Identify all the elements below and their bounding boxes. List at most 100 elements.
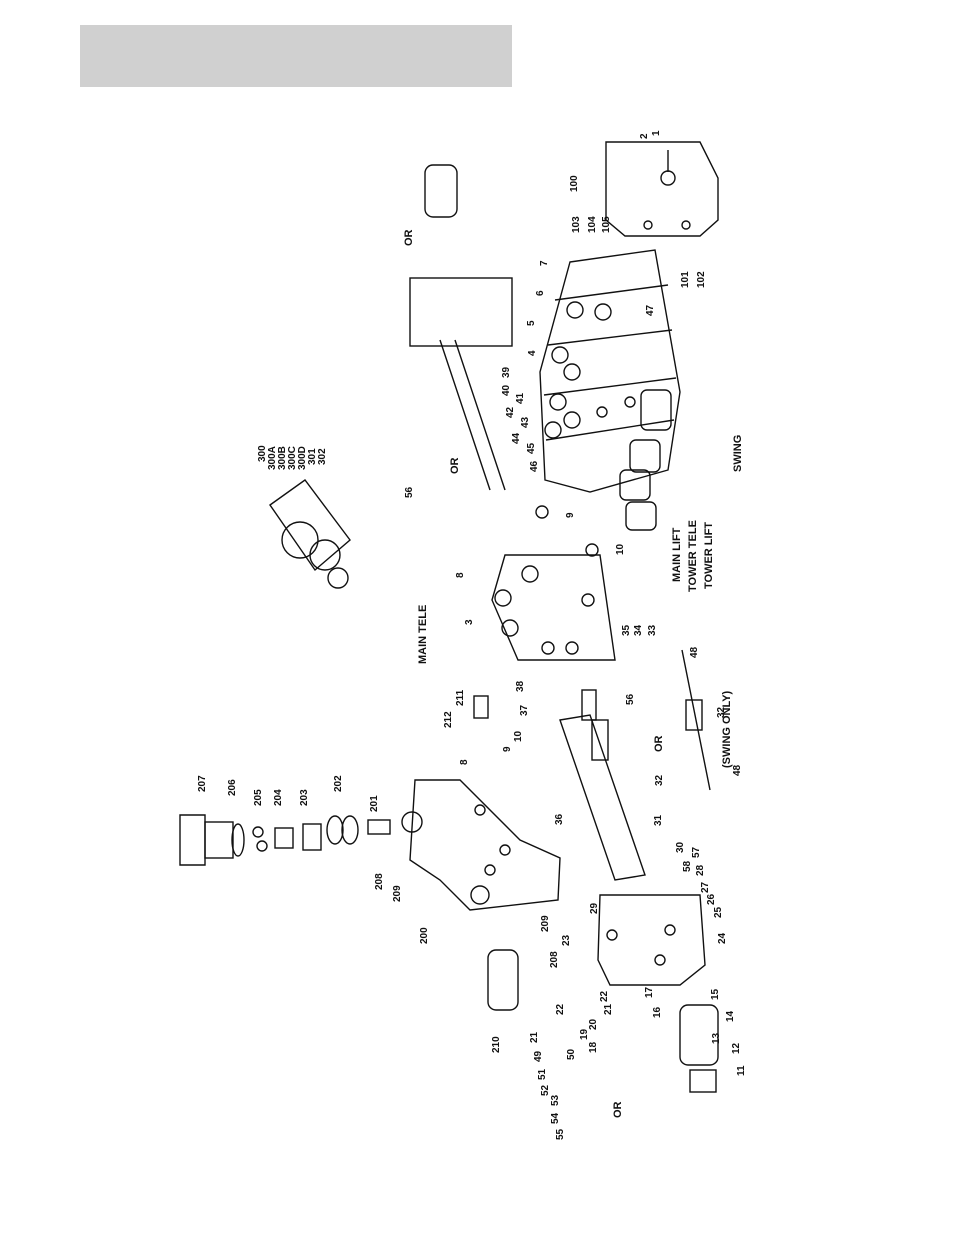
callout-211: 211 bbox=[455, 689, 466, 706]
port bbox=[565, 641, 579, 655]
callout-10b: 10 bbox=[513, 730, 524, 742]
solenoid bbox=[629, 439, 661, 473]
callout-30: 30 bbox=[675, 841, 686, 853]
port bbox=[470, 885, 490, 905]
callout-204: 204 bbox=[273, 789, 284, 806]
label-or-top: OR bbox=[403, 229, 415, 247]
solenoid-210 bbox=[487, 949, 519, 1011]
port bbox=[624, 396, 636, 408]
label-swing: SWING bbox=[732, 434, 744, 472]
callout-20: 20 bbox=[588, 1018, 599, 1030]
callout-16: 16 bbox=[652, 1006, 663, 1018]
callout-39: 39 bbox=[501, 366, 512, 378]
callout-51: 51 bbox=[537, 1068, 548, 1080]
callout-41: 41 bbox=[515, 392, 526, 404]
label-or-right: OR bbox=[653, 735, 665, 753]
callout-18: 18 bbox=[588, 1041, 599, 1053]
callout-209a: 209 bbox=[392, 885, 403, 902]
header-bar bbox=[80, 25, 512, 87]
section-divider bbox=[554, 284, 669, 301]
callout-8b: 8 bbox=[459, 759, 470, 765]
callout-208b: 208 bbox=[549, 951, 560, 968]
spool-rod bbox=[454, 339, 506, 491]
callout-102: 102 bbox=[696, 271, 707, 288]
callout-48b: 48 bbox=[732, 764, 743, 776]
callout-1: 1 bbox=[651, 130, 662, 136]
callout-21b: 21 bbox=[529, 1031, 540, 1043]
callout-14: 14 bbox=[725, 1010, 736, 1022]
callout-203: 203 bbox=[299, 789, 310, 806]
callout-29: 29 bbox=[589, 902, 600, 914]
callout-22a: 22 bbox=[599, 990, 610, 1002]
callout-5: 5 bbox=[526, 320, 537, 326]
callout-205: 205 bbox=[253, 789, 264, 806]
label-tower-lift: TOWER LIFT bbox=[703, 521, 715, 589]
port bbox=[654, 954, 666, 966]
port bbox=[660, 170, 676, 186]
callout-36: 36 bbox=[554, 813, 565, 825]
callout-25: 25 bbox=[713, 906, 724, 918]
callout-44: 44 bbox=[511, 432, 522, 444]
spool-kit-36 bbox=[559, 714, 646, 881]
valve-stack bbox=[539, 249, 681, 493]
solenoid-top bbox=[424, 164, 458, 218]
port bbox=[563, 363, 581, 381]
callout-56a: 56 bbox=[404, 486, 415, 498]
end-cap-100 bbox=[605, 141, 719, 237]
callout-43: 43 bbox=[520, 416, 531, 428]
port bbox=[484, 864, 496, 876]
section-divider bbox=[547, 329, 673, 346]
callout-55: 55 bbox=[555, 1128, 566, 1140]
label-swing-only: (SWING ONLY) bbox=[721, 690, 733, 768]
port bbox=[521, 565, 539, 583]
section-divider bbox=[543, 377, 677, 396]
callout-100: 100 bbox=[569, 175, 580, 192]
solenoid bbox=[619, 469, 651, 501]
port bbox=[401, 811, 423, 833]
callout-105: 105 bbox=[601, 216, 612, 233]
port bbox=[581, 593, 595, 607]
callout-33: 33 bbox=[647, 624, 658, 636]
port bbox=[549, 393, 567, 411]
callout-34: 34 bbox=[633, 624, 644, 636]
end-cap-lower bbox=[597, 894, 706, 986]
port bbox=[596, 406, 608, 418]
callout-302: 302 bbox=[317, 448, 328, 465]
callout-19: 19 bbox=[579, 1028, 590, 1040]
callout-201: 201 bbox=[369, 795, 380, 812]
solenoid-14 bbox=[679, 1004, 719, 1066]
port bbox=[664, 924, 676, 936]
callout-208a: 208 bbox=[374, 873, 385, 890]
callout-35: 35 bbox=[621, 624, 632, 636]
callout-53: 53 bbox=[550, 1094, 561, 1106]
callout-103: 103 bbox=[571, 216, 582, 233]
spool-ring bbox=[685, 699, 703, 731]
relief-plug-207 bbox=[179, 814, 206, 866]
callout-206: 206 bbox=[227, 779, 238, 796]
callout-50: 50 bbox=[566, 1048, 577, 1060]
callout-9a: 9 bbox=[565, 512, 576, 518]
o-ring-202 bbox=[341, 815, 359, 845]
port bbox=[643, 220, 653, 230]
callout-212: 212 bbox=[443, 711, 454, 728]
callout-42: 42 bbox=[505, 406, 516, 418]
callout-15: 15 bbox=[710, 988, 721, 1000]
callout-13: 13 bbox=[711, 1032, 722, 1044]
spring bbox=[591, 719, 609, 761]
callout-9b: 9 bbox=[502, 746, 513, 752]
port bbox=[594, 303, 612, 321]
callout-57: 57 bbox=[691, 846, 702, 858]
callout-45: 45 bbox=[526, 442, 537, 454]
callout-48a: 48 bbox=[689, 646, 700, 658]
nut-11 bbox=[689, 1069, 717, 1093]
seal-kit-bag bbox=[269, 479, 351, 572]
callout-40: 40 bbox=[501, 384, 512, 396]
callout-4: 4 bbox=[527, 350, 538, 356]
label-main-tele: MAIN TELE bbox=[417, 604, 429, 664]
callout-21a: 21 bbox=[603, 1003, 614, 1015]
o-ring bbox=[327, 567, 349, 589]
spring bbox=[581, 689, 597, 721]
callout-210: 210 bbox=[491, 1036, 502, 1053]
callout-3: 3 bbox=[464, 619, 475, 625]
port bbox=[681, 220, 691, 230]
